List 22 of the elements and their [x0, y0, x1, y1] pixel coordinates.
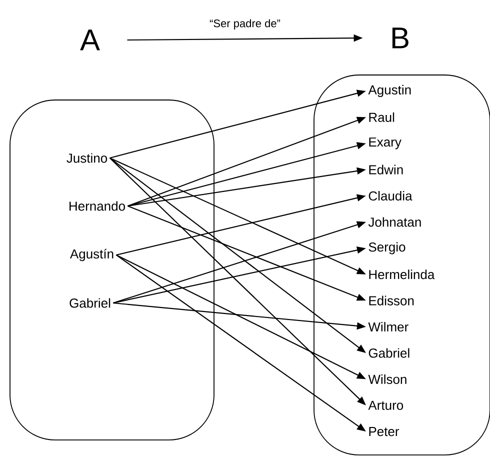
- person-name: Edisson: [369, 296, 414, 306]
- person-name: Claudia: [368, 191, 412, 201]
- person-name: Agustin: [368, 84, 411, 98]
- person-name: Peter: [369, 427, 400, 436]
- set-letter: B: [392, 28, 408, 48]
- person-name: Raul: [369, 112, 394, 122]
- person-name: Wilmer: [368, 322, 408, 332]
- set-box: [10, 100, 214, 440]
- person-name: Justino: [66, 153, 108, 163]
- person-name: Gabriel: [368, 348, 410, 358]
- set-letter: A: [80, 30, 100, 50]
- person-name: Sergio: [368, 242, 406, 254]
- person-name: Agustín: [70, 248, 114, 262]
- person-name: Hermelinda: [369, 270, 435, 280]
- person-name: Hernando: [70, 201, 125, 211]
- person-name: Exary: [369, 138, 402, 150]
- person-name: Johnatan: [368, 217, 421, 227]
- person-name: Arturo: [368, 400, 404, 410]
- person-name: Wilson: [368, 374, 406, 384]
- person-name: Gabriel: [70, 298, 110, 308]
- person-name: Edwin: [369, 164, 403, 174]
- edge-label: “Ser padre de”: [210, 19, 280, 30]
